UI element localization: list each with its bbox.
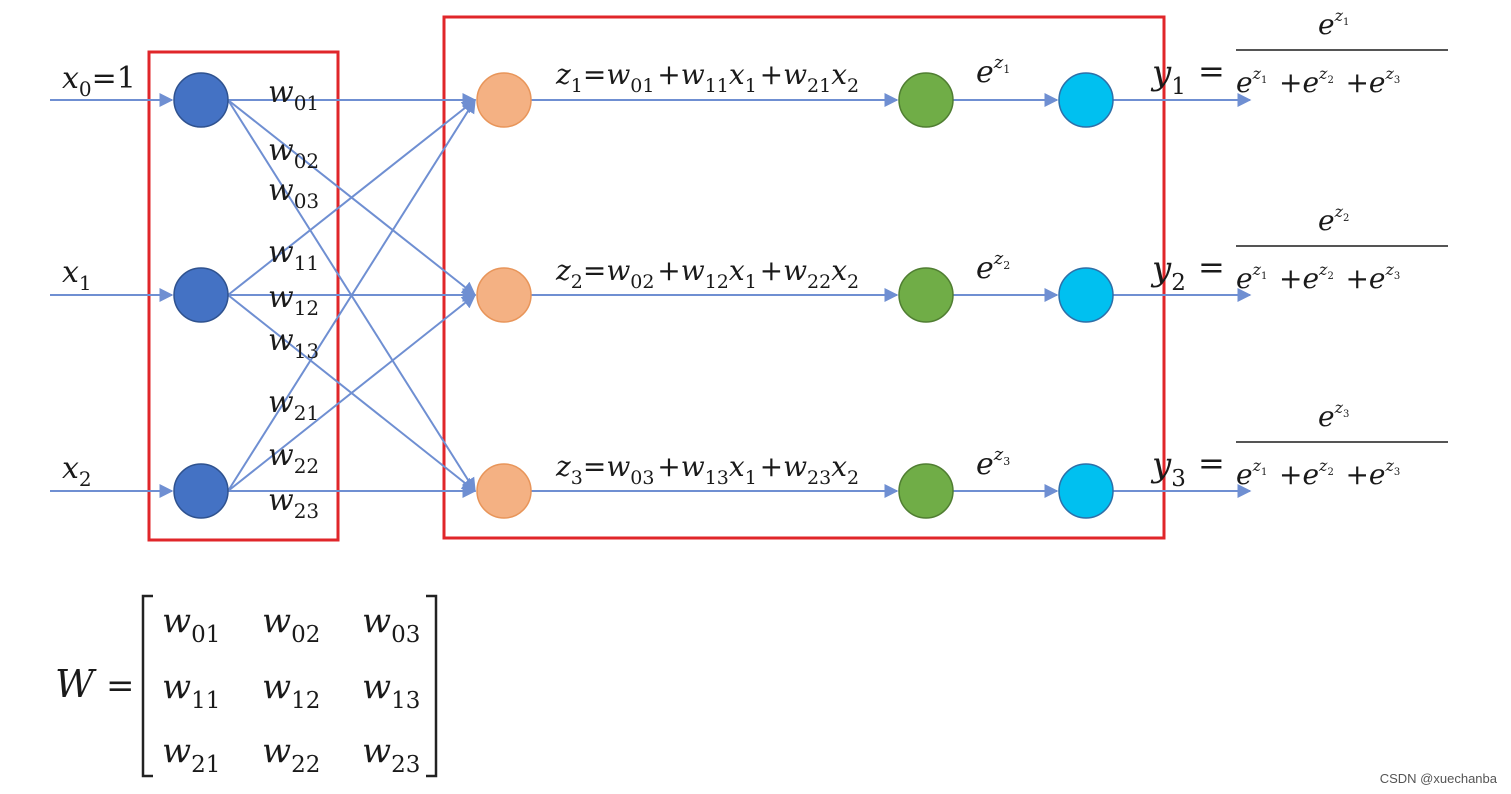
softmax-output-formula: y2 = ez2 ez1 +ez2 +ez3 xyxy=(1150,202,1448,296)
output-label: y2 xyxy=(1150,249,1186,296)
matrix-cell: w21 xyxy=(162,731,220,778)
linear-node xyxy=(476,267,532,323)
linear-node xyxy=(476,72,532,128)
output-node xyxy=(1058,267,1114,323)
exp-node xyxy=(898,72,954,128)
exp-node xyxy=(898,463,954,519)
softmax-output-formula: y3 = ez3 ez1 +ez2 +ez3 xyxy=(1150,398,1448,492)
equals-sign: = xyxy=(1198,248,1225,286)
weight-label: w21 xyxy=(268,385,319,425)
input-node xyxy=(173,463,229,519)
weight-label: w01 xyxy=(268,75,319,115)
exp-label: ez2 xyxy=(976,248,1010,286)
matrix-cell: w11 xyxy=(162,667,220,714)
output-label: y1 xyxy=(1150,53,1186,100)
numerator: ez3 xyxy=(1318,398,1349,433)
exp-label: ez1 xyxy=(976,52,1010,90)
matrix-right-bracket xyxy=(426,594,438,778)
weight-label: w22 xyxy=(268,438,319,478)
weight-label: w12 xyxy=(268,280,319,320)
output-label: y3 xyxy=(1150,445,1186,492)
linear-node xyxy=(476,463,532,519)
numerator: ez1 xyxy=(1318,6,1349,41)
weight-edge xyxy=(227,98,476,492)
edge-layer xyxy=(50,93,1252,498)
exp-node xyxy=(898,267,954,323)
matrix-symbol: W xyxy=(55,662,97,706)
node-layer xyxy=(173,72,1114,519)
input-label: x2 xyxy=(62,451,92,491)
watermark: CSDN @xuechanba xyxy=(1379,771,1497,786)
matrix-cell: w01 xyxy=(162,601,220,648)
matrix-cell: w02 xyxy=(262,601,320,648)
weight-label: w02 xyxy=(268,133,319,173)
weight-label: w13 xyxy=(268,323,319,363)
matrix-left-bracket xyxy=(141,594,153,778)
input-label: x1 xyxy=(62,255,92,295)
matrix-cell: w12 xyxy=(262,667,320,714)
z-formula: z1=w01 +w11x1 +w21x2 xyxy=(555,58,862,97)
input-label: x0=1 xyxy=(62,61,136,101)
z-formula: z3=w03 +w13x1 +w23x2 xyxy=(555,450,862,489)
matrix-cell: w13 xyxy=(362,667,420,714)
input-node xyxy=(173,267,229,323)
equals-sign: = xyxy=(1198,444,1225,482)
weight-matrix: W= w01 w02 w03 w11 w12 w13 w21 w22 w23 xyxy=(55,594,438,778)
denominator: ez1 +ez2 +ez3 xyxy=(1236,253,1406,295)
softmax-layer-box xyxy=(442,15,1166,540)
matrix-equals: = xyxy=(106,666,135,706)
weight-edge xyxy=(227,294,477,492)
matrix-cell: w22 xyxy=(262,731,320,778)
numerator: ez2 xyxy=(1318,202,1349,237)
z-formula: z2=w02 +w12x1 +w22x2 xyxy=(555,254,862,293)
output-node xyxy=(1058,463,1114,519)
matrix-cell: w23 xyxy=(362,731,420,778)
equals-sign: = xyxy=(1198,52,1225,90)
matrix-cell: w03 xyxy=(362,601,420,648)
denominator: ez1 +ez2 +ez3 xyxy=(1236,449,1406,491)
exp-label: ez3 xyxy=(976,444,1010,482)
weight-edge xyxy=(227,99,477,296)
softmax-output-formula: y1 = ez1 ez1 +ez2 +ez3 xyxy=(1150,6,1448,100)
output-node xyxy=(1058,72,1114,128)
weight-label: w11 xyxy=(268,235,319,275)
weight-label: w23 xyxy=(268,483,319,523)
input-node xyxy=(173,72,229,128)
weight-label: w03 xyxy=(268,173,319,213)
denominator: ez1 +ez2 +ez3 xyxy=(1236,57,1406,99)
